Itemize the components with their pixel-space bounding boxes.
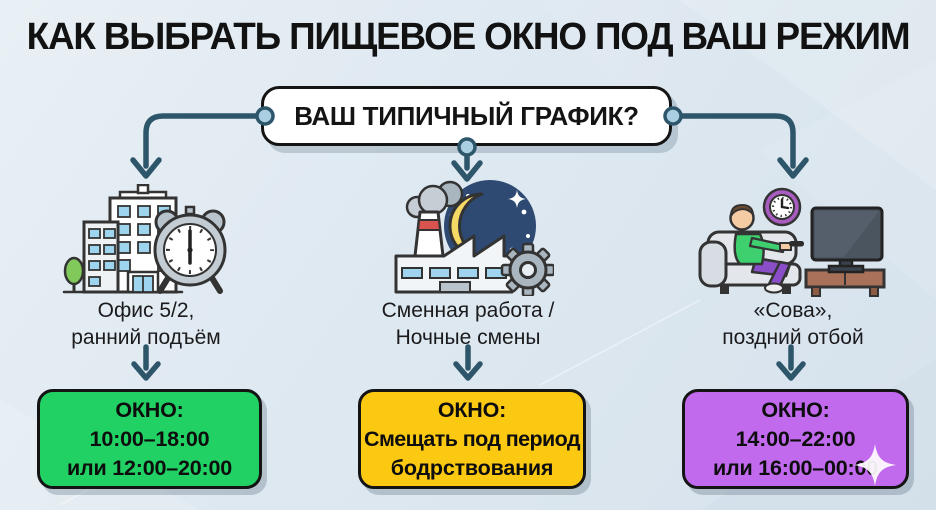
schedule-label-line: Офис 5/2, bbox=[97, 299, 195, 322]
window-box-office: ОКНО: 10:00–18:00 или 12:00–20:00 bbox=[37, 389, 262, 489]
question-box: ВАШ ТИПИЧНЫЙ ГРАФИК? bbox=[261, 86, 672, 146]
alarm-clock-icon bbox=[153, 205, 227, 294]
branch-line-left bbox=[143, 113, 268, 169]
window-advice: Смещать под период bbox=[364, 426, 581, 451]
schedule-label-shift: Сменная работа / Ночные смены bbox=[348, 297, 588, 351]
window-box-owl: ОКНО: 14:00–22:00 или 16:00–00:00 bbox=[682, 389, 909, 489]
sparkle-icon bbox=[854, 444, 896, 486]
window-arrow-left-head bbox=[131, 361, 161, 381]
window-title: ОКНО: bbox=[115, 397, 184, 422]
window-box-shift: ОКНО: Смещать под период бодрствования bbox=[358, 389, 586, 489]
schedule-label-line: ранний подъём bbox=[71, 326, 221, 349]
wall-clock-icon bbox=[762, 187, 802, 227]
question-text: ВАШ ТИПИЧНЫЙ ГРАФИК? bbox=[294, 100, 639, 131]
window-time: 10:00–18:00 bbox=[89, 426, 210, 451]
office-building-alarm-clock-icon bbox=[62, 183, 237, 301]
factory-night-shift-icon bbox=[382, 178, 556, 301]
branch-line-right bbox=[670, 113, 796, 169]
window-title: ОКНО: bbox=[761, 397, 830, 422]
window-time: 14:00–22:00 bbox=[735, 426, 856, 451]
couch-tv-night-owl-icon bbox=[694, 182, 886, 305]
arrowhead-right bbox=[777, 157, 809, 179]
window-time-alt: или 12:00–20:00 bbox=[66, 455, 232, 480]
schedule-label-line: «Сова», bbox=[753, 299, 833, 322]
window-arrow-right-head bbox=[776, 361, 806, 381]
schedule-label-line: поздний отбой bbox=[722, 326, 864, 349]
star-sparkle bbox=[508, 190, 526, 208]
person-icon bbox=[729, 203, 804, 294]
schedule-label-line: Ночные смены bbox=[395, 326, 541, 349]
window-time-alt: или 16:00–00:00 bbox=[712, 455, 878, 480]
window-title: ОКНО: bbox=[437, 397, 507, 422]
window-arrow-middle-head bbox=[453, 361, 483, 381]
window-advice-cont: бодрствования bbox=[390, 455, 554, 480]
gear-icon bbox=[500, 242, 556, 298]
schedule-label-owl: «Сова», поздний отбой bbox=[673, 297, 913, 351]
arrowhead-middle bbox=[451, 160, 483, 182]
page-title: КАК ВЫБРАТЬ ПИЩЕВОЕ ОКНО ПОД ВАШ РЕЖИМ bbox=[26, 16, 911, 58]
arrowhead-left bbox=[130, 157, 162, 179]
schedule-label-office: Офис 5/2, ранний подъём bbox=[26, 297, 266, 351]
tv-icon bbox=[810, 206, 884, 274]
schedule-label-line: Сменная работа / bbox=[381, 299, 555, 322]
